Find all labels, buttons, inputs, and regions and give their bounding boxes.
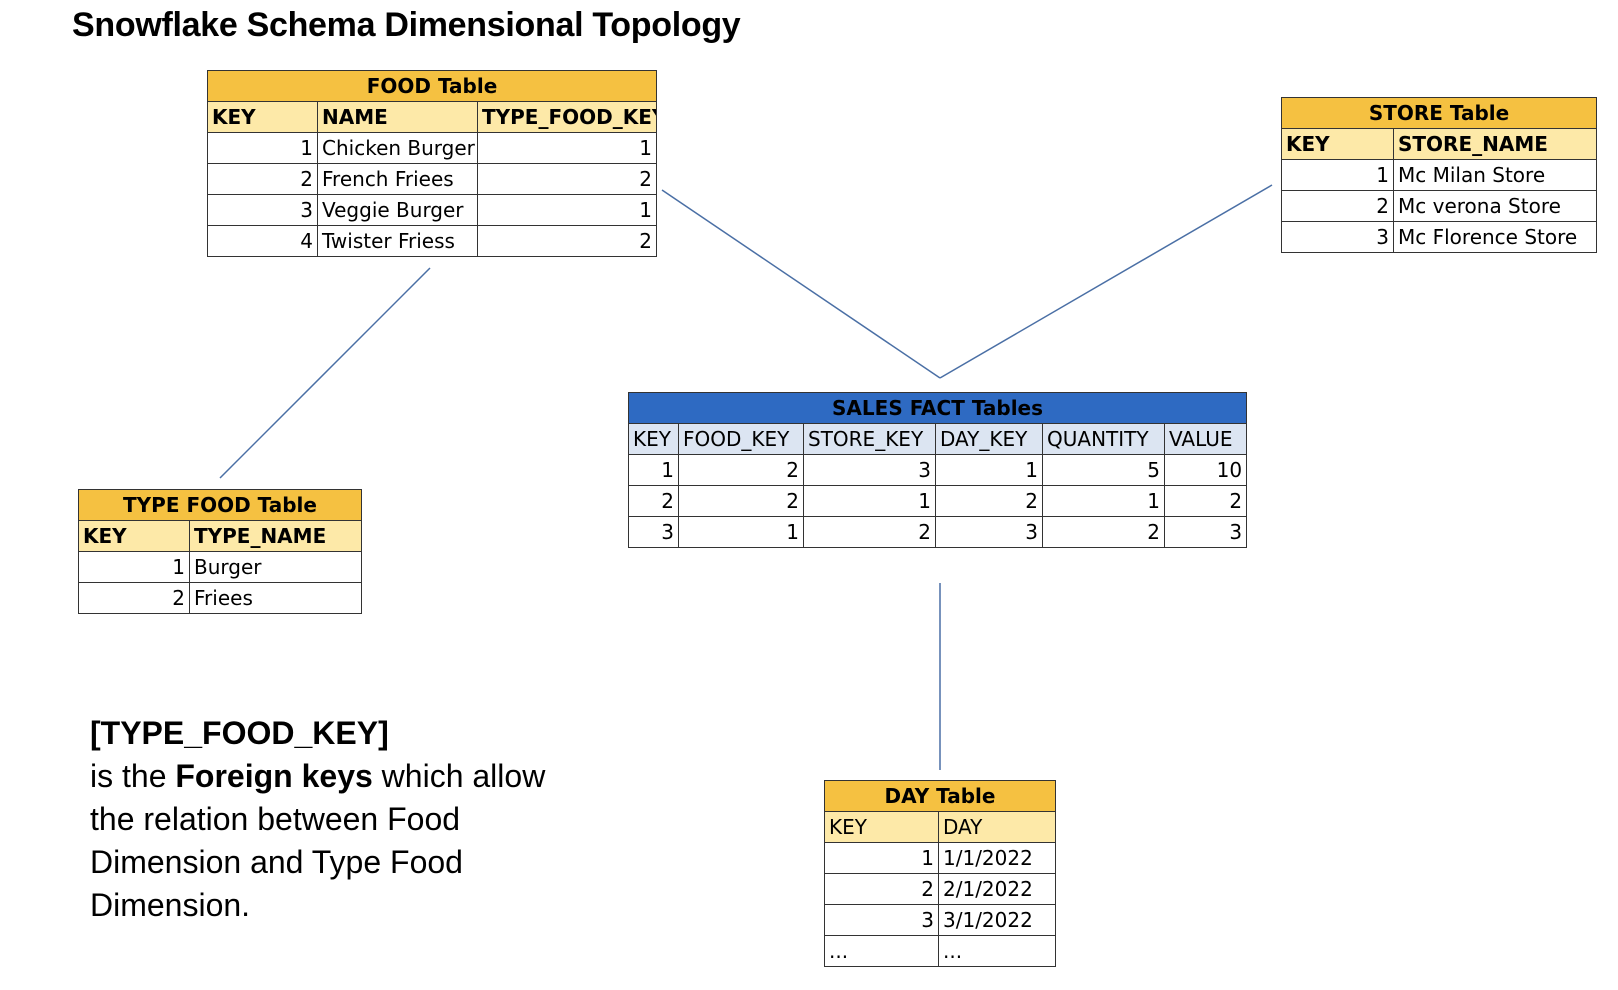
line-store-to-sales	[939, 184, 1273, 379]
cell: 3	[935, 516, 1043, 548]
cell: 2/1/2022	[937, 873, 1057, 905]
cell: 1/1/2022	[937, 842, 1057, 874]
table-row: 3 Veggie Burger 1	[207, 194, 658, 226]
table-row: 2 Mc verona Store	[1281, 190, 1597, 222]
column-header: DAY_KEY	[935, 423, 1043, 455]
table-row: 1 Mc Milan Store	[1281, 159, 1597, 191]
cell: 3	[824, 904, 939, 936]
line-food-to-type-food	[219, 267, 431, 479]
note-key-label: [TYPE_FOOD_KEY]	[90, 715, 389, 751]
cell: 3	[207, 194, 318, 226]
page-title: Snowflake Schema Dimensional Topology	[72, 6, 741, 44]
cell: 1	[1042, 485, 1165, 517]
cell: 3	[628, 516, 679, 548]
column-header: TYPE_NAME	[189, 520, 362, 552]
cell: 1	[628, 454, 679, 486]
cell: 2	[476, 163, 658, 195]
food-table: FOOD Table KEY NAME TYPE_FOOD_KEY 1 Chic…	[206, 70, 658, 257]
table-row: 3 Mc Florence Store	[1281, 221, 1597, 253]
table-row: 2 2 1 2 1 2	[628, 485, 1248, 517]
cell: 2	[207, 163, 318, 195]
note-text-pre: is the	[90, 758, 176, 794]
table-row: 3 1 2 3 2 3	[628, 516, 1248, 548]
cell: Burger	[189, 551, 362, 583]
cell: Mc Florence Store	[1393, 221, 1597, 253]
cell: 2	[678, 485, 804, 517]
note-text-post: which allow the relation between Food Di…	[90, 758, 546, 923]
table-row: 1 2 3 1 5 10	[628, 454, 1248, 486]
cell: ...	[937, 935, 1057, 967]
food-table-title: FOOD Table	[206, 70, 658, 102]
day-table: DAY Table KEY DAY 1 1/1/2022 2 2/1/2022 …	[823, 780, 1057, 967]
column-header: STORE_NAME	[1393, 128, 1597, 160]
table-row: 1 Burger	[78, 551, 362, 583]
cell: Twister Friess	[317, 225, 478, 257]
foreign-key-note: [TYPE_FOOD_KEY] is the Foreign keys whic…	[90, 712, 560, 927]
cell: 1	[78, 551, 190, 583]
table-row: 1 1/1/2022	[824, 842, 1057, 874]
column-header: QUANTITY	[1042, 423, 1165, 455]
column-header: KEY	[824, 811, 939, 843]
cell: 1	[207, 132, 318, 164]
sales-table-title: SALES FACT Tables	[627, 392, 1248, 424]
column-header: VALUE	[1163, 423, 1248, 455]
column-header: DAY	[937, 811, 1057, 843]
table-row: 2 2/1/2022	[824, 873, 1057, 905]
table-row: 3 3/1/2022	[824, 904, 1057, 936]
cell: 2	[628, 485, 679, 517]
cell: Friees	[189, 582, 362, 614]
store-table-title: STORE Table	[1281, 97, 1597, 129]
cell: 2	[1163, 485, 1248, 517]
table-row: 2 Friees	[78, 582, 362, 614]
cell: Mc Milan Store	[1393, 159, 1597, 191]
type-food-table: TYPE FOOD Table KEY TYPE_NAME 1 Burger 2…	[78, 489, 362, 614]
cell: 3	[803, 454, 936, 486]
cell: Mc verona Store	[1393, 190, 1597, 222]
cell: 10	[1163, 454, 1248, 486]
column-header: KEY	[628, 423, 679, 455]
note-text-bold: Foreign keys	[175, 758, 373, 794]
cell: 2	[803, 516, 936, 548]
cell: 4	[207, 225, 318, 257]
table-row: ... ...	[824, 935, 1057, 967]
cell: 2	[678, 454, 804, 486]
cell: 1	[1281, 159, 1394, 191]
cell: 2	[1042, 516, 1165, 548]
cell: 1	[935, 454, 1043, 486]
cell: 2	[476, 225, 658, 257]
cell: French Friees	[317, 163, 478, 195]
column-header: KEY	[1281, 128, 1394, 160]
cell: 1	[824, 842, 939, 874]
store-table: STORE Table KEY STORE_NAME 1 Mc Milan St…	[1281, 97, 1597, 253]
cell: 1	[803, 485, 936, 517]
cell: 3/1/2022	[937, 904, 1057, 936]
cell: Veggie Burger	[317, 194, 478, 226]
cell: 1	[678, 516, 804, 548]
day-table-title: DAY Table	[823, 780, 1057, 812]
column-header: NAME	[317, 101, 478, 133]
cell: 1	[476, 194, 658, 226]
cell: 3	[1281, 221, 1394, 253]
table-row: 2 French Friees 2	[207, 163, 658, 195]
table-row: 1 Chicken Burger 1	[207, 132, 658, 164]
cell: 1	[476, 132, 658, 164]
cell: 2	[824, 873, 939, 905]
table-row: 4 Twister Friess 2	[207, 225, 658, 257]
column-header: FOOD_KEY	[678, 423, 804, 455]
cell: ...	[824, 935, 939, 967]
line-food-to-sales	[661, 189, 941, 379]
type-food-table-title: TYPE FOOD Table	[78, 489, 362, 521]
cell: 2	[1281, 190, 1394, 222]
cell: 3	[1163, 516, 1248, 548]
cell: 2	[78, 582, 190, 614]
cell: 2	[935, 485, 1043, 517]
column-header: STORE_KEY	[803, 423, 936, 455]
sales-fact-table: SALES FACT Tables KEY FOOD_KEY STORE_KEY…	[627, 392, 1248, 548]
cell: Chicken Burger	[317, 132, 478, 164]
column-header: TYPE_FOOD_KEY	[476, 101, 658, 133]
column-header: KEY	[78, 520, 190, 552]
cell: 5	[1042, 454, 1165, 486]
column-header: KEY	[207, 101, 318, 133]
